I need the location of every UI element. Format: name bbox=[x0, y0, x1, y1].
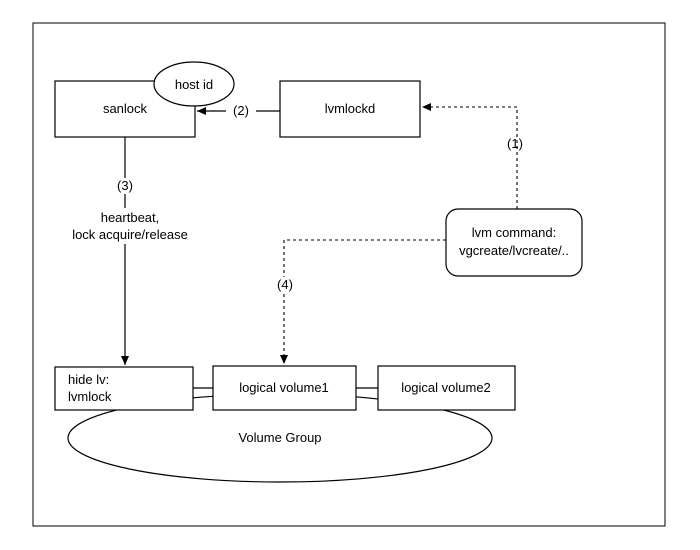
hide-lv-box bbox=[54, 366, 194, 411]
edge-3-label: (3) bbox=[117, 178, 133, 193]
edge-3-label-bg bbox=[110, 178, 140, 194]
hide-lv-line1: hide lv: bbox=[68, 372, 109, 387]
edge-4-label: (4) bbox=[277, 277, 293, 292]
edge-4-dashed-arrow bbox=[280, 239, 446, 364]
edge-2-label: (2) bbox=[233, 103, 249, 118]
hide-lv-line2: lvmlock bbox=[68, 389, 112, 404]
logical-volume1-box bbox=[212, 365, 357, 411]
diagram-frame bbox=[32, 22, 666, 527]
logical-volume2-box bbox=[377, 365, 516, 411]
volume-group-label: Volume Group bbox=[238, 430, 321, 445]
edge-4-label-bg bbox=[271, 277, 299, 293]
edge-1-dashed-arrow bbox=[422, 103, 518, 209]
lvm-command-line1: lvm command: bbox=[472, 225, 557, 240]
host-id-ellipse bbox=[153, 61, 235, 107]
lvmlockd-box bbox=[279, 80, 421, 138]
lvm-command-line2: vgcreate/lvcreate/.. bbox=[459, 243, 569, 258]
edge-1-label: (1) bbox=[507, 136, 523, 151]
lvm-command-box bbox=[445, 208, 583, 277]
edge-3-desc-bg bbox=[62, 208, 202, 244]
logical-volume2-label: logical volume2 bbox=[401, 380, 491, 395]
edge-2-label-bg bbox=[226, 103, 256, 118]
sanlock-label: sanlock bbox=[103, 101, 148, 116]
lvmlockd-label: lvmlockd bbox=[325, 101, 376, 116]
edge-3-desc-line2: lock acquire/release bbox=[72, 227, 188, 242]
host-id-label: host id bbox=[175, 77, 213, 92]
logical-volume1-label: logical volume1 bbox=[239, 380, 329, 395]
edge-3-desc-line1: heartbeat, bbox=[101, 210, 160, 225]
